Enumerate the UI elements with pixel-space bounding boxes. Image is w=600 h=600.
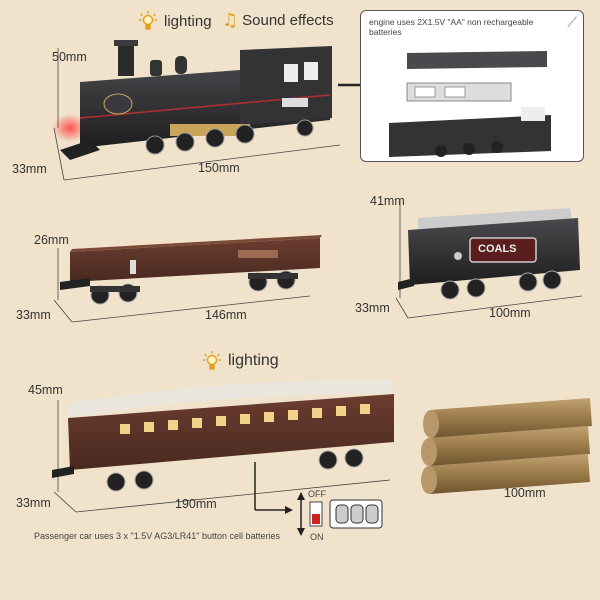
lighting-label-top: lighting (164, 12, 212, 30)
sound-feature: ♫ Sound effects (222, 10, 334, 31)
passenger-car (52, 379, 394, 514)
lighting-feature-mid: lighting (202, 350, 279, 372)
tender-height-label: 41mm (370, 194, 405, 208)
logs-length-label: 100mm (504, 486, 546, 500)
engine-width-label: 33mm (12, 162, 47, 176)
flatcar-width-label: 33mm (16, 308, 51, 322)
flatcar-dimension-lines (53, 248, 311, 323)
tender-length-label: 100mm (489, 306, 531, 320)
battery-compartment-illustration (389, 51, 551, 157)
screwdriver-icon: ⟋ (567, 15, 577, 31)
lighting-feature-top: lighting (138, 10, 212, 32)
flatcar (60, 235, 322, 305)
sound-label: Sound effects (242, 12, 334, 29)
passenger-battery-note: Passenger car uses 3 x "1.5V AG3/LR41" b… (34, 531, 281, 541)
power-switch (297, 492, 383, 536)
switch-off-label: OFF (308, 489, 326, 499)
switch-on-label: ON (310, 532, 324, 542)
steam-engine (52, 40, 332, 160)
tender-width-label: 33mm (355, 301, 390, 315)
wooden-logs (421, 398, 592, 494)
engine-battery-note: engine uses 2X1.5V "AA" non rechargeable… (369, 17, 534, 37)
engine-length-label: 150mm (198, 161, 240, 175)
coal-tender (398, 208, 580, 300)
flatcar-height-label: 26mm (34, 233, 69, 247)
passenger-height-label: 45mm (28, 383, 63, 397)
battery-inset-panel: engine uses 2X1.5V "AA" non rechargeable… (360, 10, 584, 162)
passenger-width-label: 33mm (16, 496, 51, 510)
passenger-length-label: 190mm (175, 497, 217, 511)
bulb-icon (202, 350, 222, 372)
music-note-icon: ♫ (222, 10, 239, 31)
bulb-icon (138, 10, 158, 32)
lighting-label-mid: lighting (228, 352, 279, 369)
engine-dimension-lines (53, 48, 341, 181)
engine-height-label: 50mm (52, 50, 87, 64)
tender-coals-label: COALS (478, 243, 517, 255)
flatcar-length-label: 146mm (205, 308, 247, 322)
